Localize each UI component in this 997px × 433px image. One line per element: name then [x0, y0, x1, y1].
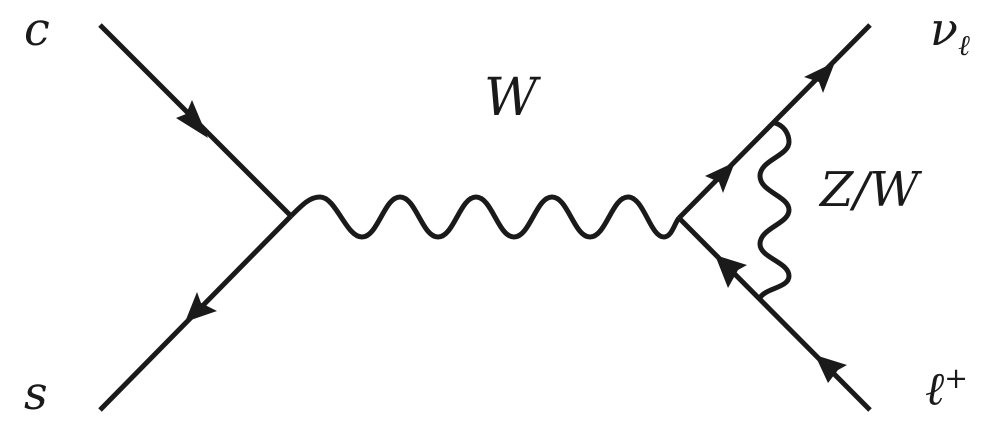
- w-boson-propagator: [289, 194, 681, 240]
- antilepton-line: [677, 216, 872, 412]
- arrow-icon: [185, 292, 217, 322]
- zw-boson-label: Z/W: [820, 166, 919, 214]
- neutrino-label: νℓ: [930, 6, 970, 61]
- c-label-text: c: [24, 2, 50, 56]
- antilepton-label: ℓ+: [925, 362, 969, 411]
- nu-label-text: ν: [930, 2, 958, 56]
- arrow-icon: [815, 355, 847, 383]
- c-quark-label: c: [24, 6, 50, 52]
- arrow-icon: [705, 162, 735, 193]
- w-boson-label: W: [484, 72, 537, 124]
- arrow-icon: [176, 100, 208, 138]
- s-quark-label: s: [24, 370, 48, 416]
- s-label-text: s: [24, 366, 48, 420]
- zw-label-text: Z/W: [820, 162, 919, 218]
- nu-subscript: ℓ: [957, 29, 970, 63]
- lepton-label-text: ℓ: [925, 361, 945, 416]
- lepton-superscript: +: [944, 362, 969, 395]
- arrow-icon: [804, 62, 835, 93]
- w-label-text: W: [484, 68, 538, 128]
- arrow-icon: [715, 255, 747, 288]
- neutrino-line: [677, 23, 872, 220]
- zw-boson-loop: [757, 120, 792, 300]
